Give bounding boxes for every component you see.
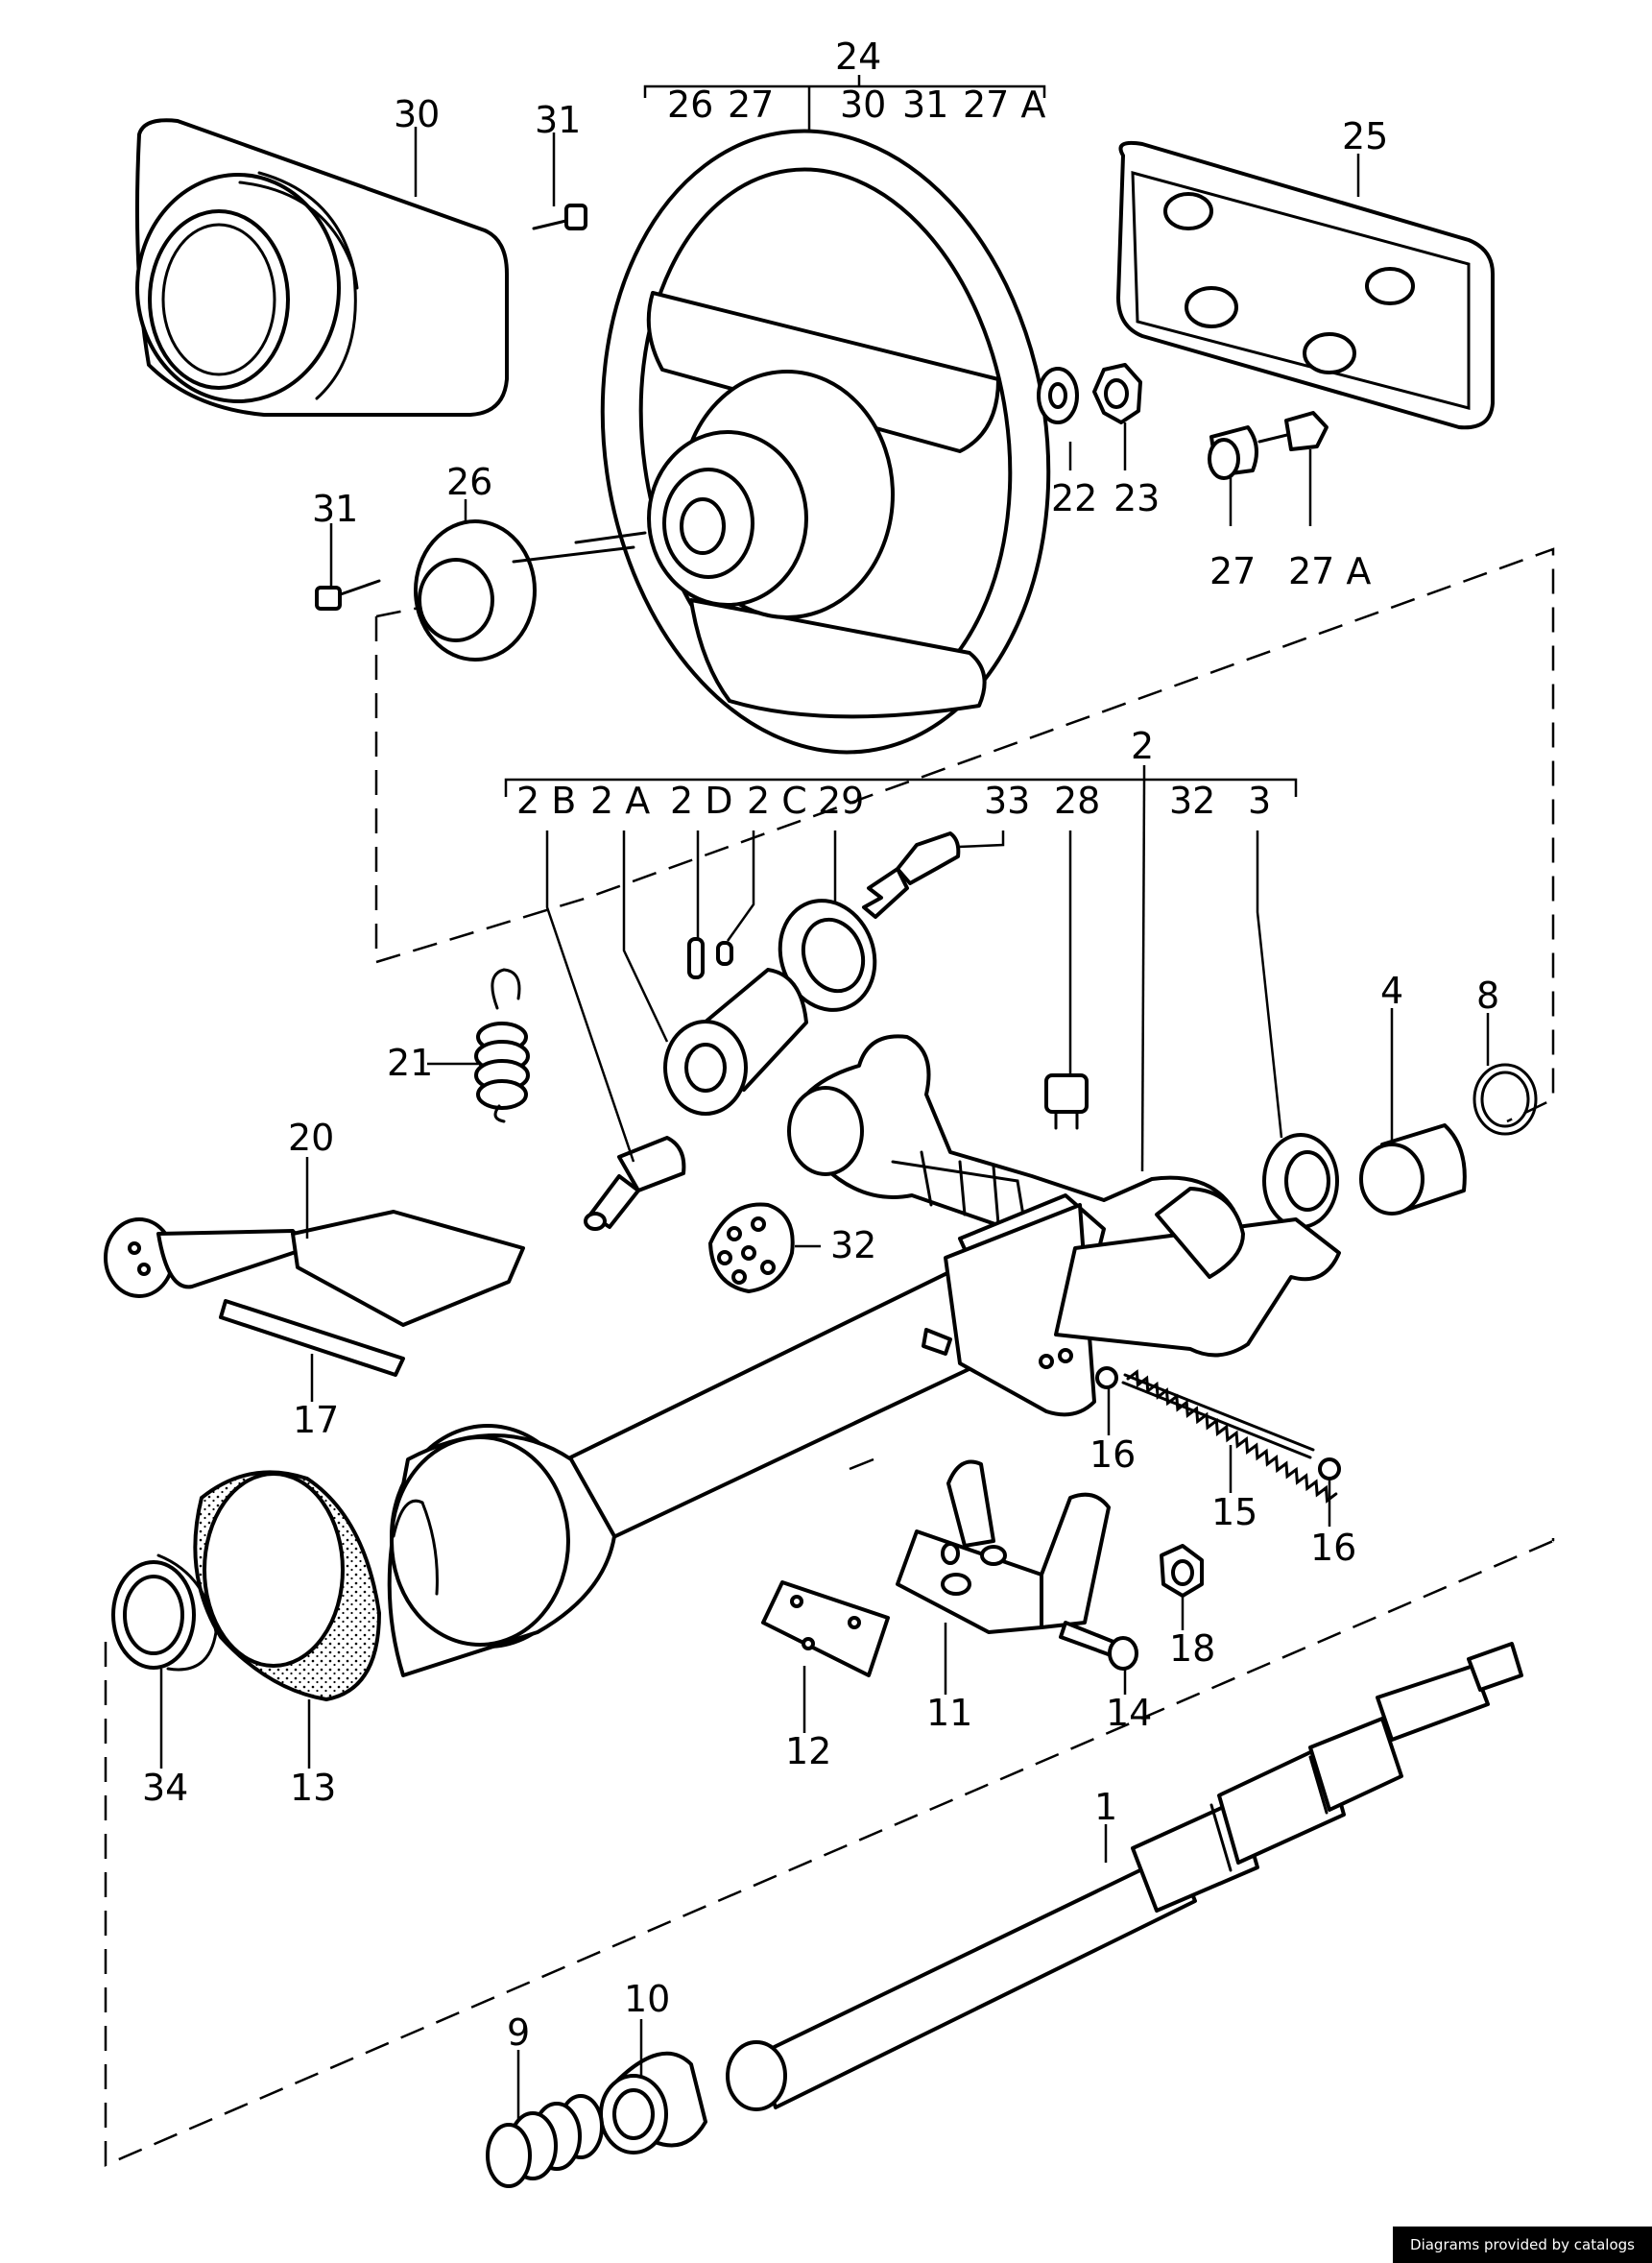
label-11: 11 xyxy=(926,1692,972,1734)
label-14: 14 xyxy=(1106,1692,1152,1734)
label-29: 29 xyxy=(818,780,864,822)
part-23-nut xyxy=(1092,363,1142,424)
label-23: 23 xyxy=(1113,477,1160,519)
part-34-bearing xyxy=(111,1553,218,1672)
callout-labels: 24 26 27 30 31 27 A 30 31 25 22 23 27 27… xyxy=(142,36,1499,2054)
part-15-spring xyxy=(1121,1369,1338,1504)
part-31-screw-top xyxy=(532,204,587,230)
label-17: 17 xyxy=(293,1399,339,1441)
part-2D-pin xyxy=(687,937,705,979)
credit-banner: Diagrams provided by catalogs parts xyxy=(1393,2227,1652,2263)
part-1-steering-shaft xyxy=(726,1642,1523,2111)
part-24-steering-wheel xyxy=(600,129,1051,755)
label-18: 18 xyxy=(1169,1627,1215,1670)
part-26-contact-ring xyxy=(414,519,647,662)
part-2A-lock-cylinder xyxy=(663,968,808,1116)
label-20: 20 xyxy=(288,1117,334,1159)
part-8-circlip xyxy=(1472,1063,1538,1136)
label-31-group: 31 xyxy=(902,84,948,126)
label-21: 21 xyxy=(387,1042,433,1084)
part-14-bolt xyxy=(1059,1621,1138,1671)
label-27A-group: 27 A xyxy=(963,84,1045,126)
label-30: 30 xyxy=(394,93,440,135)
part-32-ignition-switch xyxy=(708,1202,795,1293)
part-28-switch xyxy=(1044,1073,1089,1130)
label-1: 1 xyxy=(1094,1786,1117,1828)
label-10: 10 xyxy=(624,1978,670,2020)
label-4: 4 xyxy=(1380,970,1403,1012)
label-34: 34 xyxy=(142,1767,188,1809)
label-2C: 2 C xyxy=(747,780,807,822)
label-31-left: 31 xyxy=(312,488,358,530)
leader-lines xyxy=(159,127,1490,2122)
label-27: 27 xyxy=(1209,550,1256,592)
label-2D: 2 D xyxy=(670,780,733,822)
label-2: 2 xyxy=(1131,725,1154,767)
label-27A: 27 A xyxy=(1288,550,1371,592)
label-16-b: 16 xyxy=(1310,1527,1356,1569)
label-26: 26 xyxy=(446,461,492,503)
label-22: 22 xyxy=(1051,477,1097,519)
part-13-rubber-ring xyxy=(193,1470,382,1702)
label-15: 15 xyxy=(1211,1491,1257,1533)
part-10-bearing-race xyxy=(599,2051,707,2155)
part-31-screw-left xyxy=(315,579,381,611)
label-25: 25 xyxy=(1342,115,1388,157)
part-16-ball-b xyxy=(1318,1457,1341,1481)
label-32-group: 32 xyxy=(1169,780,1215,822)
part-4-bushing xyxy=(1359,1123,1467,1216)
label-31: 31 xyxy=(535,99,581,141)
part-18-nut xyxy=(1160,1544,1204,1598)
part-22-lock-washer xyxy=(1037,367,1079,424)
label-8: 8 xyxy=(1476,975,1499,1017)
part-12-plate xyxy=(761,1580,890,1677)
label-27-group: 27 xyxy=(728,84,774,126)
label-2A: 2 A xyxy=(590,780,650,822)
part-16-ball-a xyxy=(1095,1366,1118,1389)
label-28: 28 xyxy=(1054,780,1100,822)
part-2C-pin xyxy=(716,941,733,966)
column-jacket-tube xyxy=(387,1187,1341,1677)
label-2B: 2 B xyxy=(516,780,576,822)
label-3: 3 xyxy=(1248,780,1271,822)
label-24: 24 xyxy=(835,36,881,78)
part-21-spring xyxy=(474,968,530,1123)
label-12: 12 xyxy=(785,1730,831,1772)
label-33: 33 xyxy=(984,780,1030,822)
label-26-group: 26 xyxy=(667,84,713,126)
label-30-group: 30 xyxy=(840,84,886,126)
part-11-bracket xyxy=(896,1459,1111,1634)
part-17-stud xyxy=(219,1299,405,1377)
part-30-horn-pad xyxy=(134,118,509,417)
label-32: 32 xyxy=(830,1224,876,1266)
bracket-24 xyxy=(643,75,1046,130)
part-25-contact-plate xyxy=(1116,140,1495,430)
label-13: 13 xyxy=(290,1767,336,1809)
part-20-adjust-lever xyxy=(104,1210,525,1327)
bracket-2 xyxy=(504,765,1298,1172)
part-27-sleeve xyxy=(1208,425,1258,480)
part-9-spring xyxy=(486,2094,604,2188)
part-3-bearing-ring xyxy=(1262,1133,1339,1229)
label-9: 9 xyxy=(507,2011,530,2054)
part-33-key xyxy=(862,831,961,919)
part-2B-lock-pin xyxy=(584,1136,686,1231)
part-29-seal-ring xyxy=(778,899,877,1012)
label-16-a: 16 xyxy=(1089,1433,1136,1476)
part-27A-bolt xyxy=(1257,411,1329,451)
